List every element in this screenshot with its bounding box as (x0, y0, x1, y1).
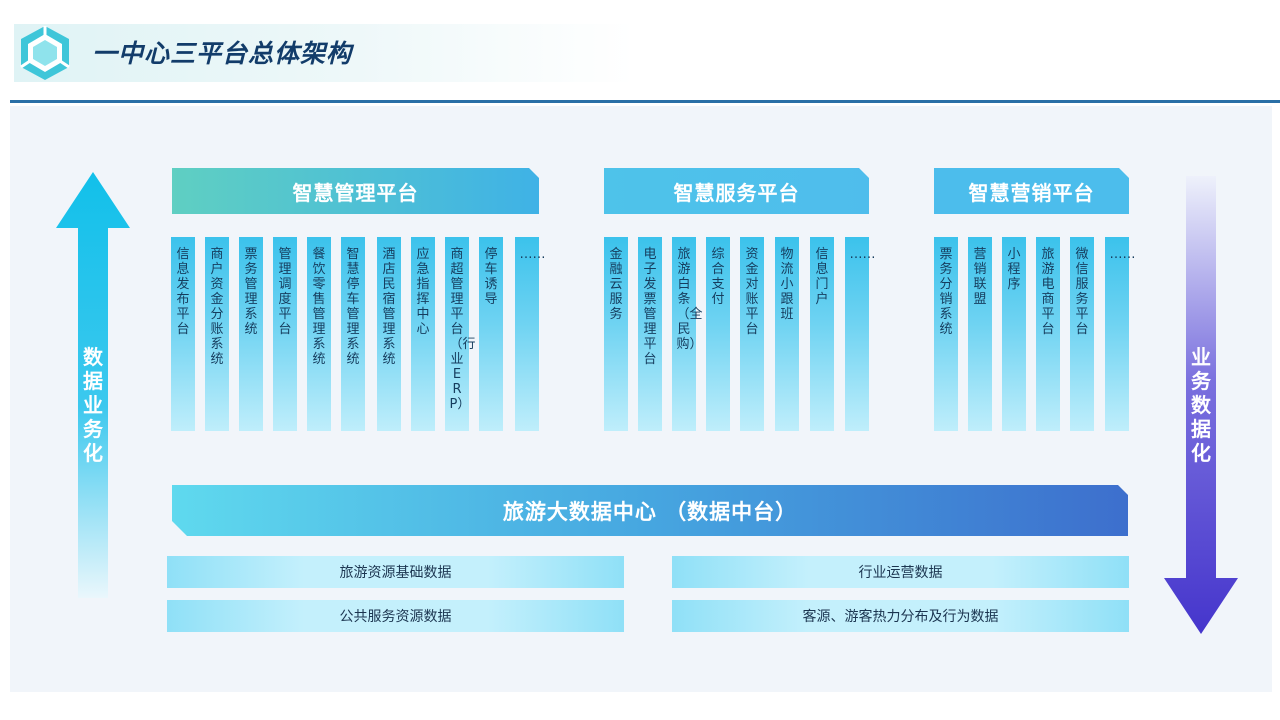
system-label: 餐饮零售管理系统 (312, 247, 326, 367)
system-label: 智慧停车管理系统 (346, 247, 360, 367)
system-column: 电子发票管理平台 (638, 237, 662, 431)
hexagon-logo-icon (20, 26, 70, 80)
system-column: 信息门户 (810, 237, 834, 431)
system-column: 小程序 (1002, 237, 1026, 431)
system-column: …… (1105, 237, 1136, 431)
system-column: 旅游白条（全民购） (672, 237, 703, 431)
system-column: 酒店民宿管理系统 (377, 237, 401, 431)
data-center-label: 旅游大数据中心 （数据中台） (502, 499, 798, 524)
system-label: 商户资金分账系统 (210, 247, 224, 367)
data-item-label: 旅游资源基础数据 (339, 565, 452, 581)
left-arrow-label: 数据业务化 (83, 345, 103, 465)
system-label: 小程序 (1007, 247, 1021, 292)
page-title: 一中心三平台总体架构 (92, 39, 353, 68)
platform-title: 智慧管理平台 (292, 180, 419, 205)
system-label: 商超管理平台（行业ERP） (449, 247, 476, 412)
system-label: 微信服务平台 (1075, 247, 1089, 337)
system-column: 智慧停车管理系统 (341, 237, 365, 431)
system-label: …… (1109, 247, 1136, 262)
system-label: 信息门户 (815, 247, 829, 307)
system-label: 金融云服务 (609, 247, 623, 322)
system-column: 营销联盟 (968, 237, 992, 431)
platform-header-service: 智慧服务平台 (604, 168, 869, 214)
system-column: 旅游电商平台 (1036, 237, 1060, 431)
system-label: 旅游白条（全民购） (676, 247, 703, 352)
system-column: 金融云服务 (604, 237, 628, 431)
system-column: …… (845, 237, 876, 431)
system-label: 停车诱导 (484, 247, 498, 307)
system-column: 商超管理平台（行业ERP） (445, 237, 476, 431)
system-label: 电子发票管理平台 (643, 247, 657, 367)
system-label: 综合支付 (711, 247, 725, 307)
system-label: 旅游电商平台 (1041, 247, 1055, 337)
header-rule (10, 100, 1280, 103)
data-item-label: 行业运营数据 (858, 565, 943, 581)
system-label: 票务分销系统 (939, 247, 953, 337)
system-column: 物流小跟班 (775, 237, 799, 431)
down-arrow-icon (1164, 176, 1238, 634)
system-label: 票务管理系统 (244, 247, 258, 337)
system-label: …… (519, 247, 546, 262)
system-column: 停车诱导 (479, 237, 503, 431)
data-item: 旅游资源基础数据 (167, 556, 624, 588)
system-label: 营销联盟 (973, 247, 987, 307)
platform-header-management: 智慧管理平台 (172, 168, 539, 214)
system-column: 应急指挥中心 (411, 237, 435, 431)
platform-header-marketing: 智慧营销平台 (934, 168, 1129, 214)
system-label: 资金对账平台 (745, 247, 759, 337)
system-column: 餐饮零售管理系统 (307, 237, 331, 431)
data-item: 客源、游客热力分布及行为数据 (672, 600, 1129, 632)
system-column: 票务管理系统 (239, 237, 263, 431)
system-label: …… (849, 247, 876, 262)
data-item-label: 公共服务资源数据 (339, 609, 452, 625)
data-item: 行业运营数据 (672, 556, 1129, 588)
system-column: 微信服务平台 (1070, 237, 1094, 431)
data-item-label: 客源、游客热力分布及行为数据 (802, 609, 999, 625)
system-column: 信息发布平台 (171, 237, 195, 431)
system-column: 资金对账平台 (740, 237, 764, 431)
system-label: 酒店民宿管理系统 (382, 247, 396, 367)
system-label: 管理调度平台 (278, 247, 292, 337)
system-column: 商户资金分账系统 (205, 237, 229, 431)
system-column: …… (515, 237, 546, 431)
header-band (14, 24, 634, 82)
platform-title: 智慧服务平台 (673, 180, 800, 205)
up-arrow-icon (56, 172, 130, 598)
data-item: 公共服务资源数据 (167, 600, 624, 632)
system-label: 信息发布平台 (176, 247, 190, 337)
system-column: 票务分销系统 (934, 237, 958, 431)
system-label: 物流小跟班 (780, 247, 794, 322)
system-label: 应急指挥中心 (416, 247, 430, 337)
system-column: 综合支付 (706, 237, 730, 431)
data-center-bar: 旅游大数据中心 （数据中台） (172, 485, 1128, 536)
right-arrow-label: 业务数据化 (1191, 345, 1211, 465)
system-column: 管理调度平台 (273, 237, 297, 431)
platform-title: 智慧营销平台 (968, 180, 1095, 205)
